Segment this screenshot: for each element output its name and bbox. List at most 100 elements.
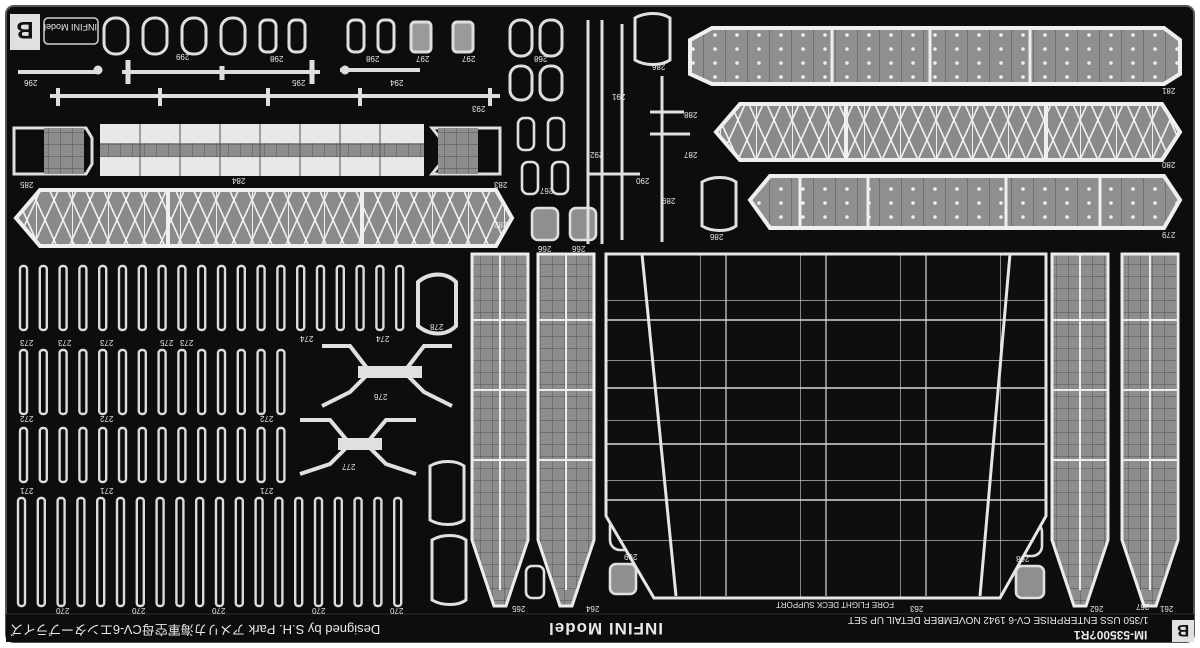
part-280-truss <box>713 102 1183 162</box>
part-number-label: 273 <box>58 338 72 347</box>
rung-part <box>38 426 48 484</box>
rung-part <box>16 496 27 608</box>
tapered-panel-divider <box>472 254 528 590</box>
rung-part <box>393 496 403 608</box>
rung-part <box>296 264 306 332</box>
rung-part <box>38 264 48 332</box>
part-number-label: 282 <box>494 220 508 229</box>
part-number-label: 270 <box>212 606 226 615</box>
part-number-label: 271 <box>100 486 114 495</box>
rung-part <box>38 348 48 416</box>
rung-part <box>18 348 29 416</box>
rung-part <box>196 264 207 332</box>
rung-part <box>135 496 146 608</box>
rung-part <box>56 496 66 608</box>
ladder-parts <box>428 12 738 606</box>
tapered-panel-divider <box>1052 254 1108 590</box>
tapered-panel-divider <box>538 254 594 590</box>
rung-part <box>78 348 88 416</box>
rung-part <box>137 264 148 332</box>
product-title-label: 1/350 USS ENTERPRISE CV-6 1942 NOVEMBER … <box>848 614 1149 625</box>
rung-part <box>177 264 187 332</box>
rung-part <box>137 348 148 416</box>
rung-part <box>216 348 227 416</box>
product-code-label: IM-53500?R1 <box>1074 628 1148 642</box>
rung-part <box>155 496 165 608</box>
part-number-label: 270 <box>312 606 326 615</box>
support-label: FORE FLIGHT DECK SUPPORT <box>776 600 894 609</box>
sheet-letter-bottom: B <box>1177 621 1190 640</box>
part-number-label: 296 <box>24 78 38 87</box>
part-number-label: 272 <box>20 414 34 423</box>
rung-part <box>373 496 383 608</box>
part-number-label: 288 <box>684 110 698 119</box>
part-number-label: 286 <box>710 232 724 241</box>
part-number-label: 274 <box>300 334 314 343</box>
part-number-label: 266 <box>538 244 552 253</box>
part-number-label: 285 <box>20 180 34 189</box>
part-number-label: 283 <box>494 180 508 189</box>
part-number-label: 298 <box>366 54 380 63</box>
top-ring-parts <box>102 16 564 102</box>
part-number-label: 272 <box>260 414 274 423</box>
part-number-label: 265 <box>512 604 526 613</box>
part-number-label: 295 <box>292 78 306 87</box>
rung-part <box>335 264 345 332</box>
part-number-label: 298 <box>270 54 284 63</box>
rung-part <box>256 264 266 332</box>
part-number-label: 280 <box>1162 160 1176 169</box>
part-284-walkway <box>12 124 502 176</box>
part-number-label: 276 <box>374 392 388 401</box>
part-number-label: 272 <box>100 414 114 423</box>
part-number-label: 281 <box>1162 86 1176 95</box>
part-number-label: 269 <box>624 552 638 561</box>
rung-part <box>294 496 304 608</box>
rung-part <box>97 426 108 484</box>
part-number-label: 273 <box>20 338 34 347</box>
rung-part <box>117 426 128 484</box>
rung-part <box>355 264 365 332</box>
part-number-label: 267 <box>540 186 554 195</box>
part-number-label: 264 <box>586 604 600 613</box>
rung-part <box>276 348 286 416</box>
rung-parts <box>16 264 405 608</box>
part-number-label: 297 <box>462 54 476 63</box>
rung-part <box>157 264 167 332</box>
part-282-truss <box>13 188 515 248</box>
long-tapered-panels <box>470 252 1180 608</box>
part-number-label: 274 <box>376 334 390 343</box>
rung-part <box>18 264 29 332</box>
part-number-label: 287 <box>684 150 698 159</box>
part-number-label: 270 <box>132 606 146 615</box>
rung-part <box>375 264 385 332</box>
rung-part <box>353 496 363 608</box>
part-number-label: 263 <box>910 604 924 613</box>
small-clip-parts <box>516 116 1162 600</box>
rung-part <box>78 264 88 332</box>
rung-part <box>274 496 284 608</box>
rung-part <box>234 496 245 608</box>
part-number-label: 270 <box>390 606 404 615</box>
rung-part <box>216 264 227 332</box>
rung-part <box>276 426 286 484</box>
rung-part <box>117 348 128 416</box>
rung-part <box>18 426 29 484</box>
part-number-label: 261 <box>1160 604 1174 613</box>
rung-part <box>216 426 227 484</box>
part-number-label: 262 <box>1090 604 1104 613</box>
rung-part <box>256 426 266 484</box>
mast-parts <box>586 20 690 244</box>
rung-part <box>95 496 106 608</box>
rung-part <box>276 264 286 332</box>
rung-part <box>157 348 167 416</box>
part-number-label: 275 <box>160 338 174 347</box>
rung-part <box>177 426 187 484</box>
part-number-label: 270 <box>56 606 70 615</box>
rung-part <box>97 264 108 332</box>
part-number-label: 268 <box>1016 554 1030 563</box>
part-number-label: 297 <box>416 54 430 63</box>
part-number-label: 286 <box>652 62 666 71</box>
rung-part <box>196 348 207 416</box>
rung-part <box>254 496 264 608</box>
part-number-label: 292 <box>590 150 604 159</box>
